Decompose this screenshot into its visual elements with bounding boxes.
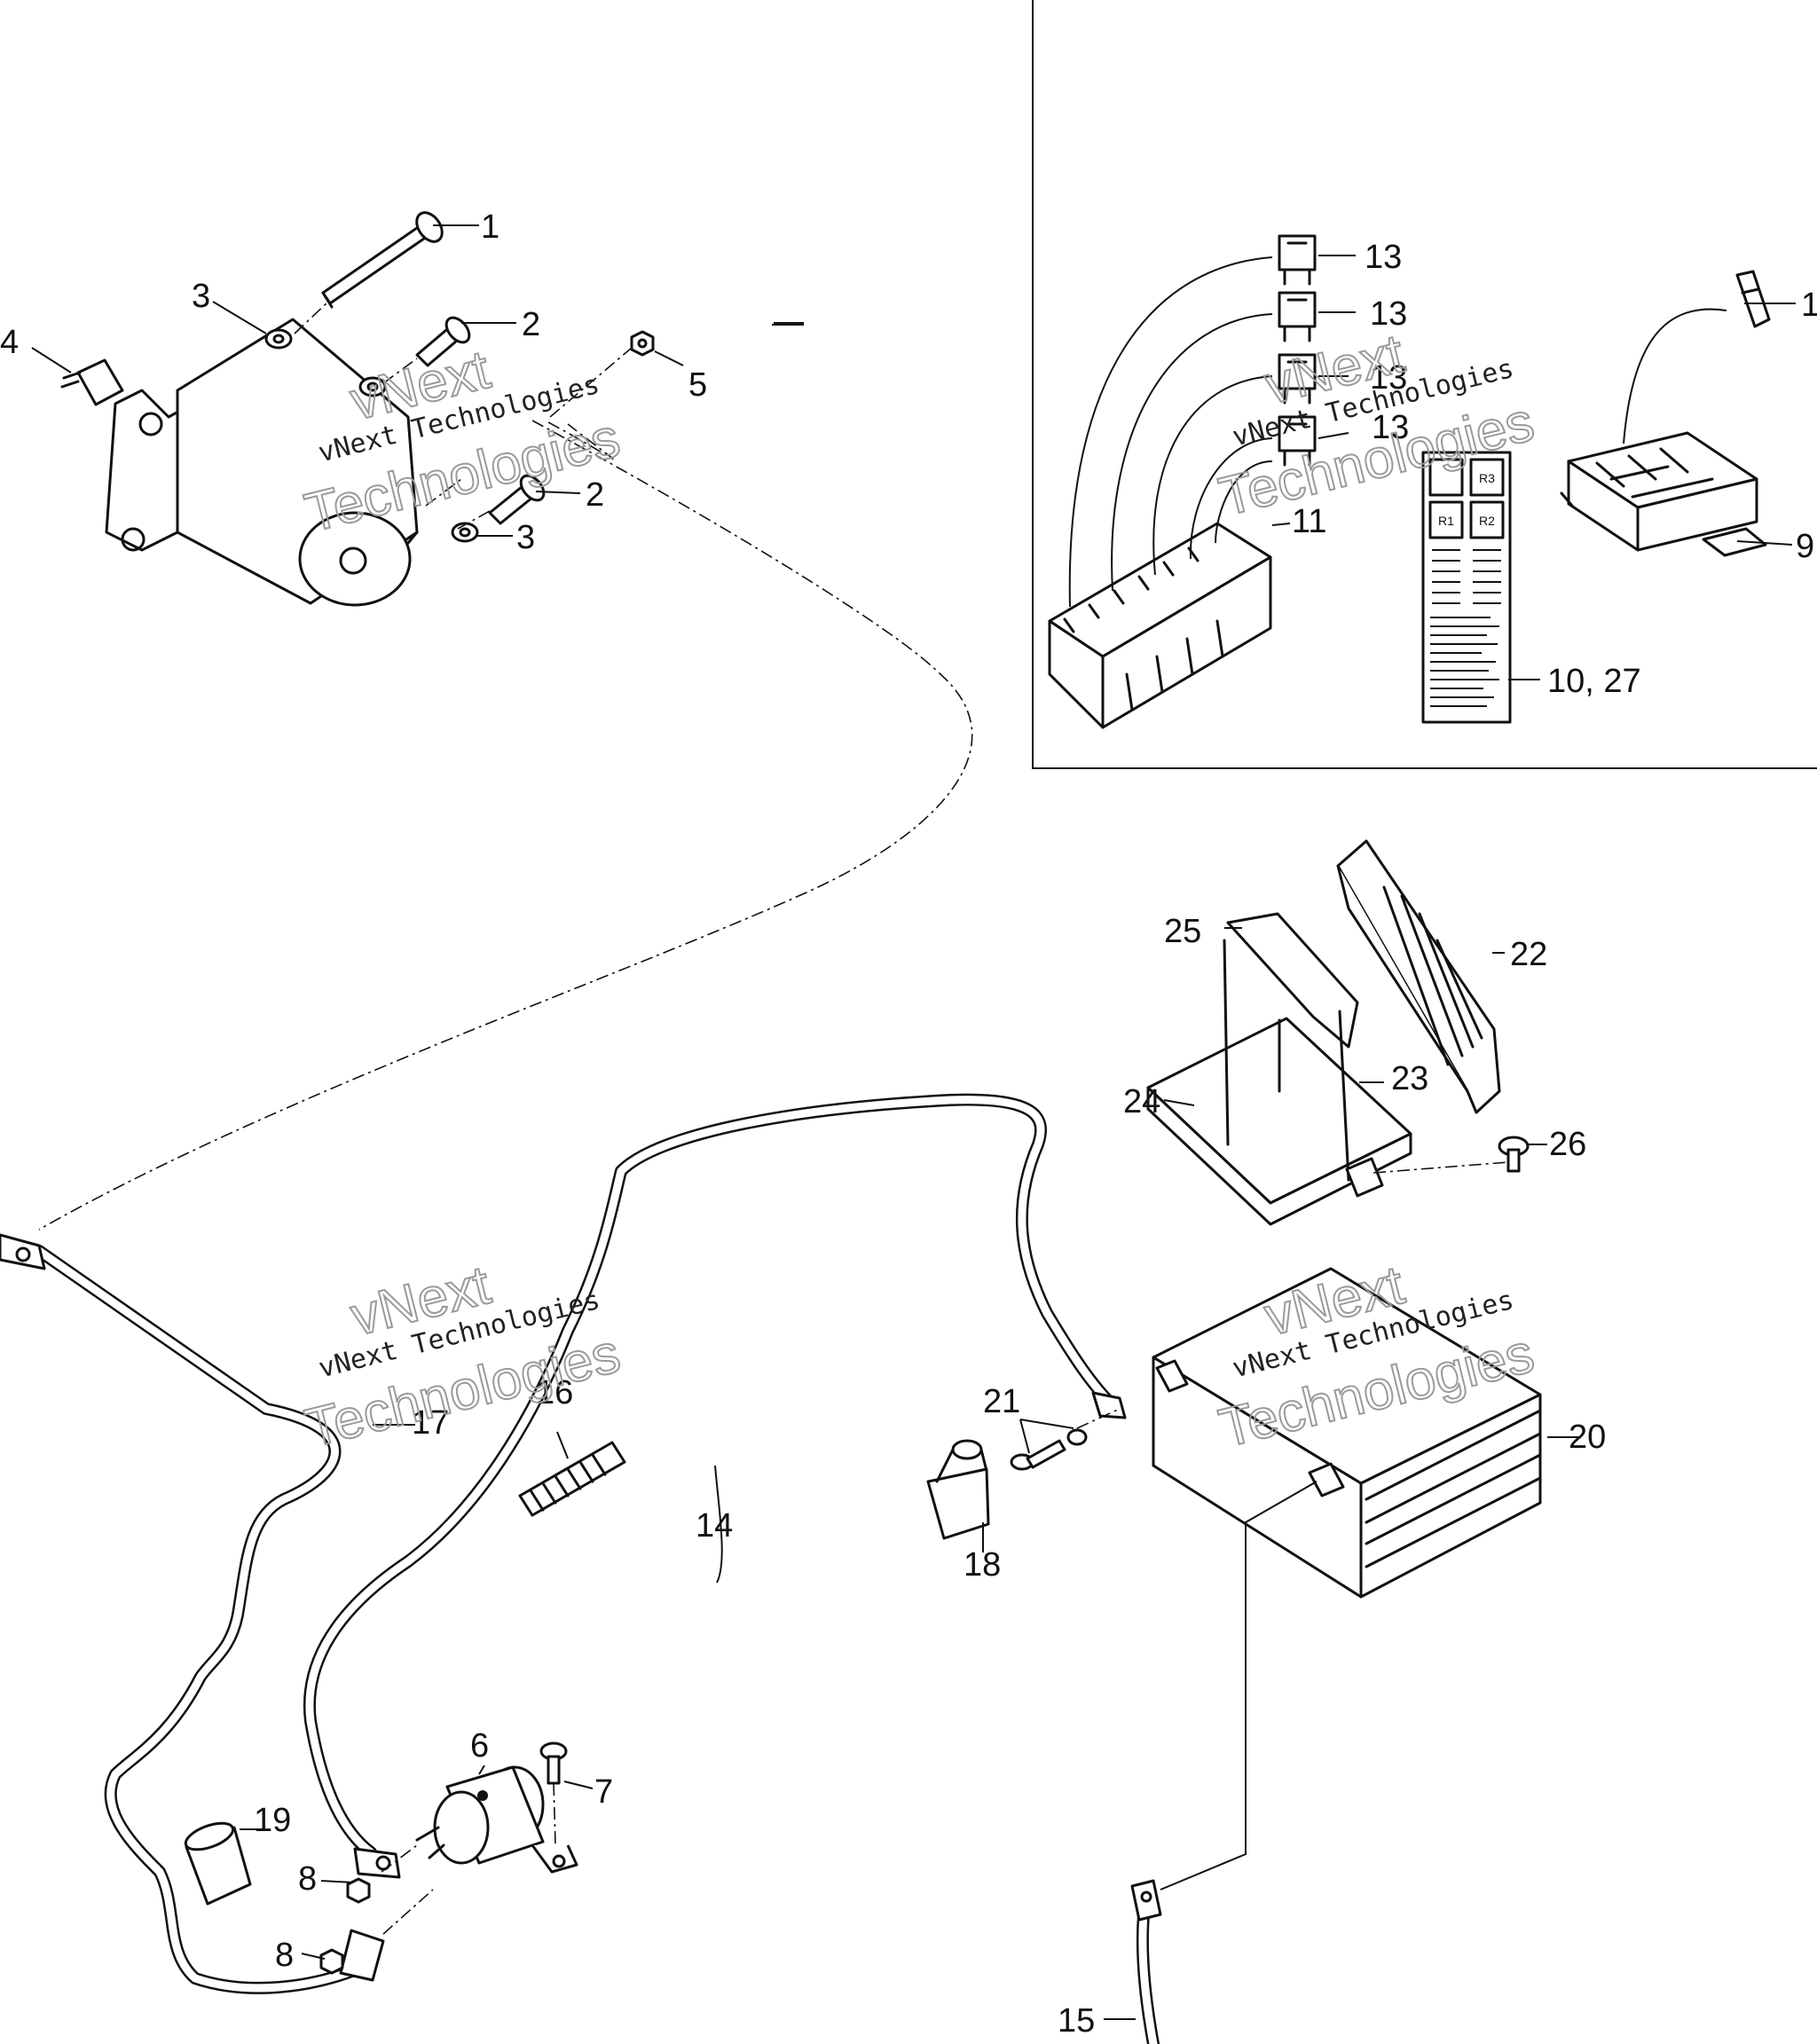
callout-13-d: 13 bbox=[1372, 409, 1409, 446]
callout-13-b: 13 bbox=[1370, 295, 1407, 333]
callout-8-upper: 8 bbox=[298, 1860, 317, 1898]
watermark-bottom-left: vNext vNext Technologies Technologies bbox=[299, 1254, 627, 1460]
protective-sleeve-16 bbox=[518, 1441, 626, 1517]
starter-bolt-2-lower bbox=[488, 474, 546, 525]
callout-23: 23 bbox=[1391, 1060, 1428, 1097]
fuse bbox=[1278, 234, 1317, 286]
hex-nuts-8 bbox=[319, 1877, 371, 1975]
starter-bolt-1 bbox=[321, 211, 444, 309]
starter-bolt-2-upper bbox=[415, 316, 471, 367]
callout-3-upper: 3 bbox=[192, 278, 210, 315]
solenoid-bolt-7 bbox=[539, 1741, 568, 1785]
battery-holder bbox=[1146, 912, 1412, 1226]
callout-4: 4 bbox=[0, 324, 19, 361]
fuse-box-housing bbox=[1048, 522, 1272, 729]
starter-motor bbox=[60, 318, 419, 607]
callout-18: 18 bbox=[964, 1546, 1001, 1584]
positive-cable bbox=[303, 1093, 1127, 1879]
relay-r1-label: R1 bbox=[1438, 514, 1454, 528]
callout-5: 5 bbox=[688, 366, 707, 404]
callout-16: 16 bbox=[536, 1374, 573, 1411]
callout-24: 24 bbox=[1123, 1083, 1160, 1120]
battery bbox=[1152, 1267, 1542, 1599]
hex-nut-5 bbox=[630, 330, 655, 357]
callouts: 1 2 2 3 3 4 5 6 7 8 8 9 10, 27 11 1 13 1… bbox=[0, 208, 1817, 2040]
callout-15: 15 bbox=[1058, 2002, 1095, 2040]
fuse bbox=[1278, 415, 1317, 467]
relay-r2-label: R2 bbox=[1479, 514, 1495, 528]
terminal-boot-19 bbox=[184, 1821, 252, 1906]
callout-20: 20 bbox=[1569, 1419, 1606, 1456]
callout-11: 11 bbox=[1292, 503, 1326, 540]
callout-26: 26 bbox=[1549, 1126, 1586, 1163]
callout-21: 21 bbox=[983, 1383, 1020, 1420]
negative-cable bbox=[0, 1233, 385, 1994]
fuse bbox=[1278, 291, 1317, 342]
callout-3-lower: 3 bbox=[516, 519, 535, 556]
callout-8-lower: 8 bbox=[275, 1937, 294, 1974]
bracket-bolt-26 bbox=[1498, 1136, 1530, 1173]
callout-7: 7 bbox=[594, 1773, 613, 1811]
callout-10-27: 10, 27 bbox=[1547, 663, 1641, 700]
relay-r3-label: R3 bbox=[1479, 471, 1495, 485]
battery-bolt-21 bbox=[1010, 1428, 1088, 1471]
fuse-box-inset: R3 R1 R2 bbox=[1032, 0, 1817, 769]
callout-6: 6 bbox=[470, 1727, 489, 1765]
callout-9: 9 bbox=[1796, 528, 1814, 565]
ground-cable bbox=[1130, 1481, 1318, 2044]
fuse bbox=[1278, 353, 1317, 405]
relay-label-sheet: R3 R1 R2 bbox=[1421, 451, 1512, 724]
battery-cover bbox=[1336, 839, 1501, 1114]
loose-fuse bbox=[1735, 270, 1771, 328]
callout-1: 1 bbox=[481, 208, 499, 246]
callout-2-upper: 2 bbox=[522, 306, 540, 343]
fuse-stack bbox=[1278, 234, 1317, 467]
callout-25: 25 bbox=[1164, 913, 1201, 950]
callout-2-lower: 2 bbox=[586, 476, 604, 514]
callout-17: 17 bbox=[412, 1404, 449, 1442]
terminal-boot-18 bbox=[926, 1439, 990, 1540]
callout-22: 22 bbox=[1510, 936, 1547, 973]
callout-14: 14 bbox=[696, 1507, 733, 1545]
starter-solenoid bbox=[415, 1765, 578, 1874]
callout-12: 1 bbox=[1801, 287, 1817, 324]
fuse-block bbox=[1560, 431, 1767, 557]
callout-19: 19 bbox=[254, 1802, 291, 1839]
callout-13-c: 13 bbox=[1370, 359, 1407, 397]
callout-13-a: 13 bbox=[1365, 239, 1402, 276]
